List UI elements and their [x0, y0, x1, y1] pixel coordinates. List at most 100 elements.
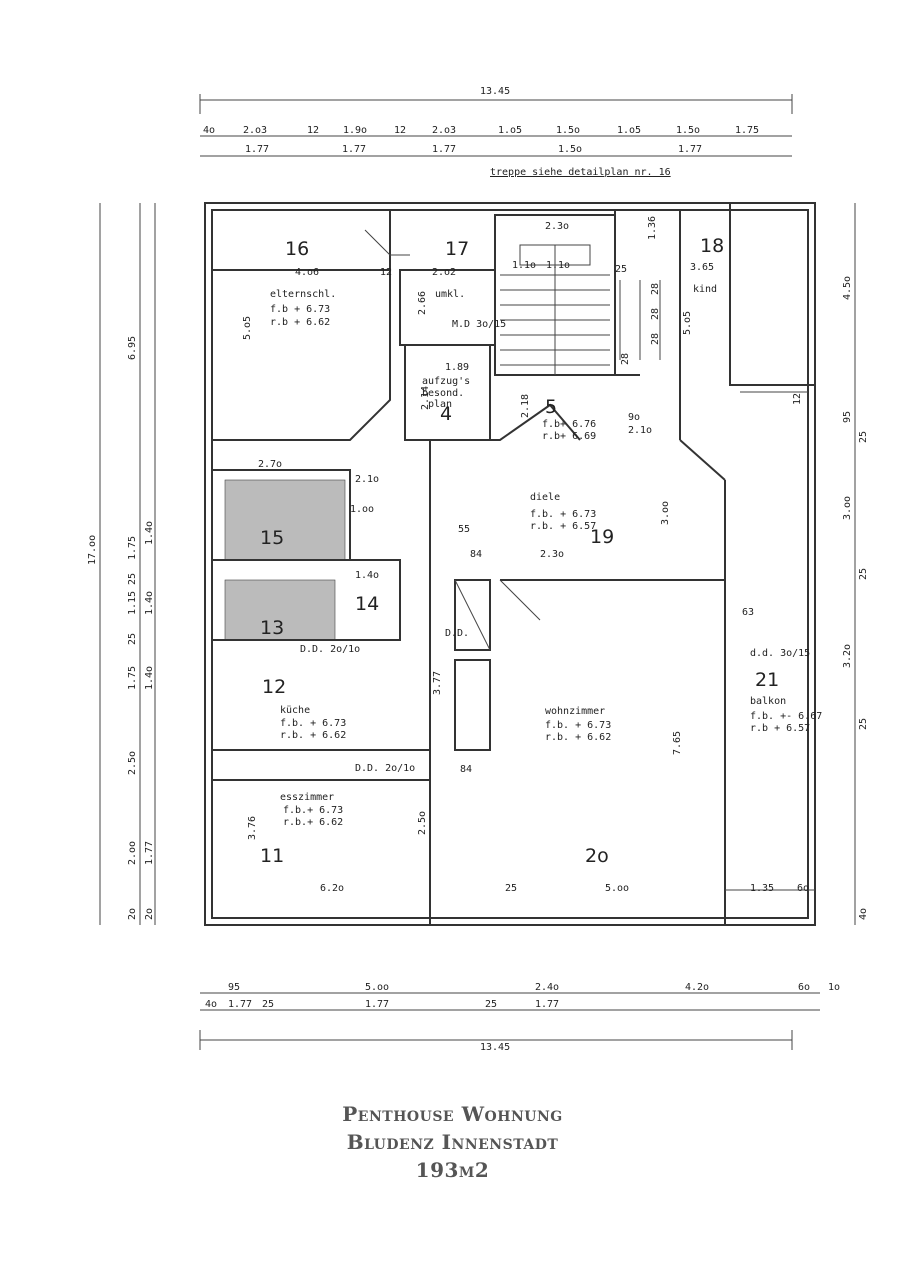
svg-text:2.o2: 2.o2	[432, 267, 456, 278]
svg-text:2.3o: 2.3o	[545, 221, 569, 232]
dim-top-5: 12	[394, 125, 406, 136]
svg-text:25: 25	[485, 999, 497, 1010]
room-17: 17 2.o2 umkl.	[432, 238, 469, 300]
svg-text:1.77: 1.77	[144, 841, 155, 865]
svg-text:5.oo: 5.oo	[605, 883, 629, 894]
room-5: 5 f.b+ 6.76 r.b+ 6.69	[542, 396, 596, 442]
svg-text:3.77: 3.77	[432, 671, 443, 695]
svg-text:aufzug's: aufzug's	[422, 376, 470, 387]
svg-text:diele: diele	[530, 492, 560, 503]
stair-note: treppe siehe detailplan nr. 16	[490, 167, 671, 178]
svg-text:besond.: besond.	[422, 388, 464, 399]
svg-text:r.b + 6.57: r.b + 6.57	[750, 723, 810, 734]
svg-text:f.b+ 6.76: f.b+ 6.76	[542, 419, 596, 430]
svg-text:25: 25	[615, 264, 627, 275]
dim-top-r2-4: 1.5o	[558, 144, 582, 155]
svg-text:f.b.+ 6.73: f.b.+ 6.73	[283, 805, 343, 816]
svg-text:4.2o: 4.2o	[685, 982, 709, 993]
svg-text:63: 63	[742, 607, 754, 618]
svg-text:2.4o: 2.4o	[535, 982, 559, 993]
svg-text:55: 55	[458, 524, 470, 535]
dim-top-r2-1: 1.77	[245, 144, 269, 155]
svg-text:28: 28	[620, 353, 631, 365]
svg-text:3.65: 3.65	[690, 262, 714, 273]
svg-text:25: 25	[858, 718, 869, 730]
svg-text:r.b+ 6.69: r.b+ 6.69	[542, 431, 596, 442]
svg-text:25: 25	[505, 883, 517, 894]
top-dimensions: 13.45 4o 2.o3 12 1.9o 12 2.o3 1.o5 1.5o …	[199, 86, 793, 178]
svg-text:13.45: 13.45	[480, 1042, 510, 1053]
svg-text:95: 95	[842, 411, 853, 423]
svg-text:3.oo: 3.oo	[660, 501, 671, 525]
svg-text:D.D. 2o/1o: D.D. 2o/1o	[300, 644, 360, 655]
svg-text:19: 19	[590, 526, 614, 548]
svg-text:84: 84	[470, 549, 482, 560]
svg-text:17.oo: 17.oo	[87, 535, 98, 565]
svg-text:2o: 2o	[585, 845, 609, 867]
svg-text:12: 12	[380, 267, 392, 278]
svg-text:r.b. + 6.62: r.b. + 6.62	[280, 730, 346, 741]
svg-text:13: 13	[260, 617, 284, 639]
svg-text:18: 18	[700, 235, 724, 257]
room-12: 12 küche f.b. + 6.73 r.b. + 6.62	[262, 676, 346, 741]
svg-text:95: 95	[228, 982, 240, 993]
svg-text:3.76: 3.76	[247, 816, 258, 840]
svg-text:plan: plan	[428, 399, 452, 410]
svg-text:6.2o: 6.2o	[320, 883, 344, 894]
svg-text:2.7o: 2.7o	[258, 459, 282, 470]
svg-text:M.D 3o/15: M.D 3o/15	[452, 319, 506, 330]
room-21: 21 balkon f.b. +- 6.67 r.b + 6.57	[750, 669, 822, 734]
svg-text:4: 4	[440, 403, 452, 425]
svg-text:1.oo: 1.oo	[350, 504, 374, 515]
svg-text:4.o6: 4.o6	[295, 267, 319, 278]
dim-top-r2-2: 1.77	[342, 144, 366, 155]
svg-text:6o: 6o	[798, 982, 810, 993]
svg-text:16: 16	[285, 238, 309, 260]
svg-text:12: 12	[792, 393, 803, 405]
room-18: 18 3.65 kind	[690, 235, 724, 295]
dim-top-1: 4o	[203, 125, 215, 136]
svg-text:11: 11	[260, 845, 284, 867]
room-16: 16 4.o6 elternschl. f.b + 6.73 r.b + 6.6…	[270, 238, 336, 328]
svg-text:r.b + 6.62: r.b + 6.62	[270, 317, 330, 328]
svg-text:1.1o: 1.1o	[546, 260, 570, 271]
svg-text:elternschl.: elternschl.	[270, 289, 336, 300]
svg-text:17: 17	[445, 238, 469, 260]
svg-text:84: 84	[460, 764, 472, 775]
svg-text:14: 14	[355, 593, 379, 615]
svg-text:2.18: 2.18	[520, 394, 531, 418]
svg-text:28: 28	[650, 283, 661, 295]
svg-text:f.b. + 6.73: f.b. + 6.73	[545, 720, 611, 731]
svg-text:1.35: 1.35	[750, 883, 774, 894]
svg-text:15: 15	[260, 527, 284, 549]
dim-top-2: 2.o3	[243, 125, 267, 136]
svg-text:9o: 9o	[628, 412, 640, 423]
svg-text:r.b. + 6.57: r.b. + 6.57	[530, 521, 596, 532]
svg-text:2o: 2o	[127, 908, 138, 920]
svg-text:D.D.: D.D.	[445, 628, 469, 639]
svg-text:1.77: 1.77	[228, 999, 252, 1010]
svg-text:5: 5	[545, 396, 557, 418]
dim-top-11: 1.75	[735, 125, 759, 136]
svg-text:28: 28	[650, 308, 661, 320]
svg-text:5.o5: 5.o5	[242, 316, 253, 340]
svg-text:4o: 4o	[205, 999, 217, 1010]
svg-text:2.3o: 2.3o	[540, 549, 564, 560]
dim-top-10: 1.5o	[676, 125, 700, 136]
svg-text:28: 28	[650, 333, 661, 345]
svg-text:1.15: 1.15	[127, 591, 138, 615]
room-15: 15	[260, 527, 284, 549]
svg-text:1.4o: 1.4o	[144, 521, 155, 545]
svg-text:2.1o: 2.1o	[628, 425, 652, 436]
svg-text:1.36: 1.36	[647, 216, 658, 240]
svg-text:1.89: 1.89	[445, 362, 469, 373]
interior-dimensions: 5.o5 5.o5 2.66 3.77 7.65 2.5o 3.76 6.2o …	[242, 216, 809, 894]
svg-text:2.5o: 2.5o	[127, 751, 138, 775]
svg-text:2.oo: 2.oo	[127, 841, 138, 865]
svg-text:12: 12	[262, 676, 286, 698]
svg-text:25: 25	[127, 573, 138, 585]
dim-top-8: 1.5o	[556, 125, 580, 136]
svg-text:25: 25	[262, 999, 274, 1010]
svg-text:3.2o: 3.2o	[842, 644, 853, 668]
